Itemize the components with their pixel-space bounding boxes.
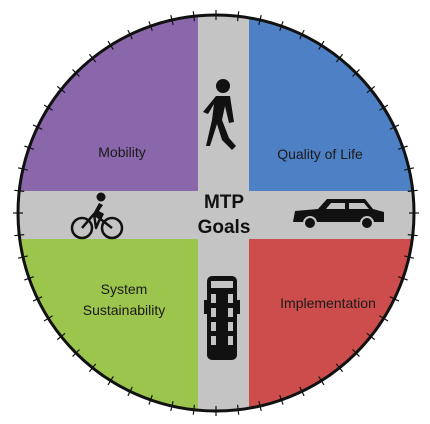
label-system: System: [101, 281, 148, 297]
rim-tick: [279, 395, 284, 405]
rim-tick: [14, 234, 25, 237]
rim-tick: [398, 276, 408, 281]
rim-tick: [366, 85, 376, 94]
rim-tick: [88, 53, 97, 63]
rim-tick: [192, 404, 195, 415]
rim-tick: [279, 21, 284, 31]
rim-tick: [56, 332, 66, 341]
rim-tick: [107, 40, 114, 50]
rim-tick: [24, 145, 34, 150]
rim-tick: [299, 29, 305, 40]
rim-tick: [407, 189, 418, 192]
rim-tick: [379, 104, 389, 111]
rim-tick: [43, 104, 53, 111]
rim-tick: [170, 401, 174, 412]
rim-tick: [43, 315, 53, 322]
rim-tick: [14, 189, 25, 192]
label-quality-of-life: Quality of Life: [277, 146, 363, 162]
rim-tick: [352, 349, 360, 357]
rim-tick: [366, 332, 376, 341]
label-mobility: Mobility: [98, 144, 145, 160]
rim-tick: [407, 234, 418, 237]
rim-tick: [127, 29, 133, 40]
rim-tick: [237, 11, 240, 22]
rim-tick: [335, 363, 344, 373]
rim-tick: [88, 363, 97, 373]
label-implementation: Implementation: [280, 295, 376, 311]
rim-tick: [379, 315, 389, 322]
rim-tick: [148, 21, 153, 31]
rim-tick: [389, 124, 400, 130]
rim-ticks: [13, 10, 419, 416]
pedestrian-icon: [203, 79, 236, 150]
bicycle-icon: [70, 192, 124, 240]
rim-tick: [107, 376, 114, 386]
rim-tick: [56, 85, 66, 94]
car-icon: [293, 199, 384, 230]
rim-tick: [24, 276, 34, 281]
rim-tick: [299, 386, 305, 397]
rim-tick: [389, 296, 400, 302]
rim-tick: [352, 69, 360, 77]
rim-tick: [318, 40, 325, 50]
rim-tick: [17, 255, 28, 259]
quadrant-implementation: [249, 239, 414, 411]
label-sustainability: Sustainability: [83, 302, 166, 318]
rim-tick: [335, 53, 344, 63]
rim-tick: [258, 14, 262, 25]
rim-tick: [192, 11, 195, 22]
rim-tick: [72, 69, 80, 77]
rim-tick: [237, 404, 240, 415]
quadrant-quality-of-life: [249, 15, 414, 191]
rim-tick: [17, 167, 28, 171]
rim-tick: [318, 376, 325, 386]
rim-tick: [398, 145, 408, 150]
bus-icon: [204, 276, 240, 360]
quadrant-system-sustainability: [18, 239, 198, 411]
center-title-goals: Goals: [198, 217, 251, 238]
rim-tick: [127, 386, 133, 397]
rim-tick: [32, 296, 43, 302]
rim-tick: [258, 401, 262, 412]
center-title-mtp: MTP: [204, 192, 244, 213]
rim-tick: [72, 349, 80, 357]
rim-tick: [404, 255, 415, 259]
rim-tick: [170, 14, 174, 25]
rim-tick: [148, 395, 153, 405]
rim-tick: [32, 124, 43, 130]
rim-tick: [404, 167, 415, 171]
quadrant-mobility: [18, 15, 198, 191]
